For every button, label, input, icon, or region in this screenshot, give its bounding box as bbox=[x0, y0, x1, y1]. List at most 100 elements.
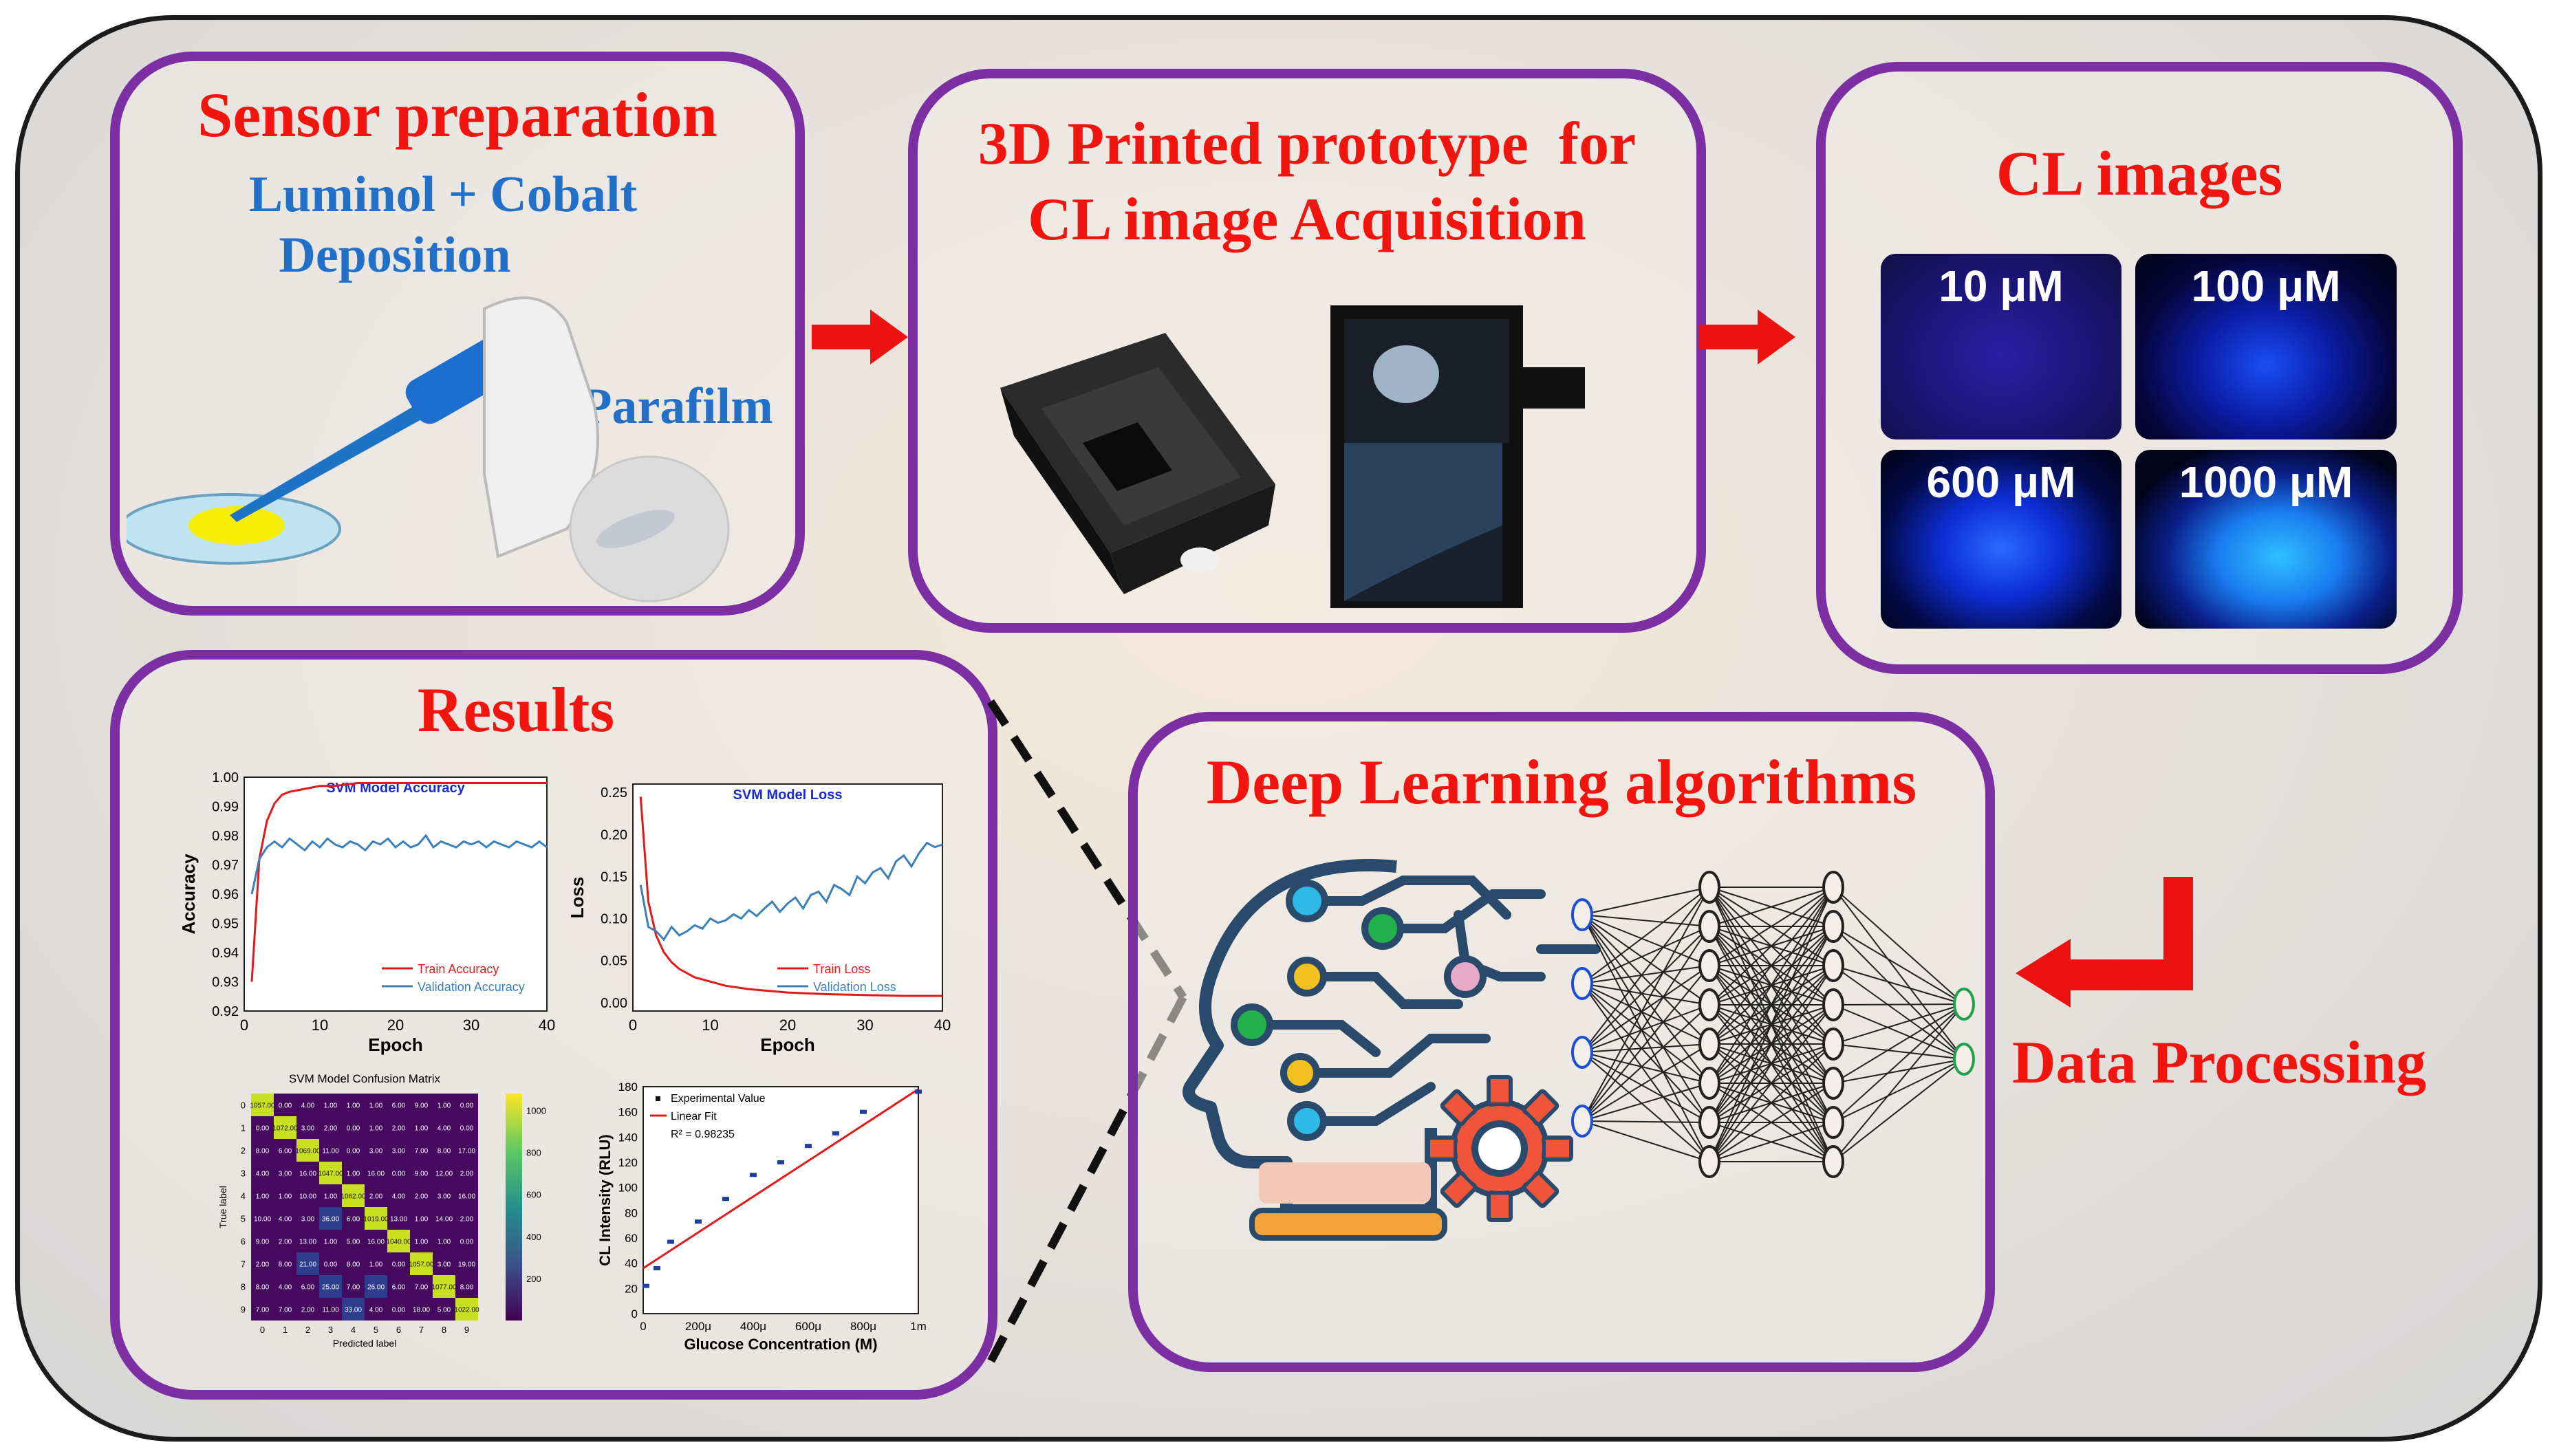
panel-sensor-preparation: Sensor preparation Luminol + Cobalt Depo… bbox=[110, 52, 805, 616]
heatmap-cell-label: 16.00 bbox=[299, 1171, 316, 1178]
nn-edge bbox=[1581, 887, 1710, 915]
cl-tile: 600 μM bbox=[1881, 450, 2121, 629]
heatmap-cell-label: 2.00 bbox=[460, 1216, 474, 1224]
x-tick-label: 20 bbox=[779, 1017, 796, 1034]
heatmap-cell-label: 9.00 bbox=[256, 1239, 270, 1246]
heatmap-cell bbox=[387, 1162, 410, 1184]
heatmap-cell-label: 1.00 bbox=[347, 1171, 360, 1178]
heatmap-cell bbox=[433, 1162, 455, 1184]
heatmap-cell bbox=[251, 1275, 274, 1298]
x-tick-label: 40 bbox=[539, 1017, 555, 1034]
y-tick-label: 3 bbox=[241, 1169, 246, 1179]
heatmap-cell bbox=[410, 1275, 433, 1298]
x-tick-label: 0 bbox=[260, 1325, 265, 1335]
x-tick-label: 40 bbox=[934, 1017, 951, 1034]
nn-edge bbox=[1581, 983, 1710, 1006]
heatmap-cell-label: 1.00 bbox=[438, 1239, 451, 1246]
y-tick-label: 100 bbox=[618, 1182, 638, 1195]
nn-edge bbox=[1709, 1083, 1834, 1162]
heatmap-cell bbox=[410, 1184, 433, 1207]
heatmap-cell bbox=[274, 1116, 296, 1139]
y-tick-label: 0.99 bbox=[212, 800, 239, 815]
heatmap-cell bbox=[319, 1094, 342, 1116]
heatmap-cell bbox=[410, 1094, 433, 1116]
heatmap-cell bbox=[410, 1207, 433, 1230]
heatmap-cell bbox=[274, 1207, 296, 1230]
heatmap-cell bbox=[274, 1252, 296, 1275]
panel-cl-images: CL images 10 μM 100 μM 600 μM 1000 μM bbox=[1816, 62, 2463, 674]
heatmap-cell bbox=[251, 1230, 274, 1252]
heatmap-cell bbox=[433, 1275, 455, 1298]
heatmap-cell-label: 6.00 bbox=[392, 1284, 406, 1292]
nn-edge bbox=[1709, 926, 1834, 1162]
heatmap-cell bbox=[455, 1162, 478, 1184]
nn-edge bbox=[1709, 887, 1834, 966]
heatmap-cell bbox=[365, 1139, 387, 1162]
heatmap-cell bbox=[410, 1162, 433, 1184]
y-tick-label: 7 bbox=[241, 1259, 246, 1270]
heatmap-cell-label: 1040.00 bbox=[386, 1239, 411, 1246]
heatmap-cell bbox=[410, 1252, 433, 1275]
heatmap-cell bbox=[433, 1207, 455, 1230]
nn-edge bbox=[1581, 1052, 1710, 1162]
nn-node bbox=[1698, 1106, 1720, 1139]
heatmap-cell-label: 1.00 bbox=[369, 1102, 383, 1110]
nn-node bbox=[1698, 871, 1720, 904]
heatmap-cell bbox=[296, 1298, 319, 1321]
chart-title: SVM Model Accuracy bbox=[326, 781, 465, 796]
heatmap-cell-label: 8.00 bbox=[438, 1148, 451, 1155]
sensor-subtitle-1: Luminol + Cobalt bbox=[248, 166, 638, 223]
heatmap-cell-label: 19.00 bbox=[458, 1261, 475, 1269]
head-circuit-icon bbox=[1183, 859, 1601, 1241]
heatmap-cell-label: 3.00 bbox=[392, 1148, 406, 1155]
series-line bbox=[639, 841, 943, 942]
heatmap-cell-label: 7.00 bbox=[347, 1284, 360, 1292]
heatmap-cell bbox=[410, 1116, 433, 1139]
heatmap-cell bbox=[455, 1298, 478, 1321]
parafilm-disc bbox=[569, 455, 730, 602]
y-tick-label: 4 bbox=[241, 1191, 246, 1202]
nn-edge bbox=[1833, 1003, 1965, 1162]
heatmap-cell-label: 5.00 bbox=[347, 1239, 360, 1246]
heatmap-cell bbox=[296, 1184, 319, 1207]
heatmap-cell-label: 7.00 bbox=[415, 1148, 429, 1155]
data-point bbox=[695, 1219, 702, 1224]
y-tick-label: 0.15 bbox=[601, 869, 627, 884]
heatmap-cell bbox=[387, 1275, 410, 1298]
y-tick-label: 20 bbox=[625, 1282, 638, 1295]
heatmap-cell-label: 8.00 bbox=[279, 1261, 292, 1269]
plot-area bbox=[632, 783, 943, 1012]
heatmap-cell bbox=[433, 1116, 455, 1139]
y-tick-label: 0.20 bbox=[601, 827, 627, 843]
heatmap-cell-label: 11.00 bbox=[322, 1148, 339, 1155]
nn-node bbox=[1698, 988, 1720, 1021]
heatmap-cell-label: 1072.00 bbox=[272, 1125, 298, 1133]
nn-edge bbox=[1709, 887, 1834, 1045]
nn-edge bbox=[1581, 887, 1710, 984]
x-axis-label: Glucose Concentration (M) bbox=[684, 1336, 877, 1353]
panel-deep-learning: Deep Learning algorithms bbox=[1128, 712, 1995, 1372]
heatmap-cell-label: 25.00 bbox=[322, 1284, 339, 1292]
results-title: Results bbox=[417, 675, 615, 745]
heatmap-cell-label: 21.00 bbox=[299, 1261, 316, 1269]
heatmap-cell-label: 2.00 bbox=[256, 1261, 270, 1269]
heatmap-cell bbox=[296, 1094, 319, 1116]
heatmap-cell-label: 8.00 bbox=[347, 1261, 360, 1269]
nn-edge bbox=[1581, 983, 1710, 1045]
data-point bbox=[832, 1131, 839, 1136]
prototype-title-1: 3D Printed prototype for bbox=[978, 111, 1637, 177]
heatmap-cell-label: 9.00 bbox=[415, 1102, 429, 1110]
heatmap-cell bbox=[319, 1207, 342, 1230]
heatmap-cell-label: 4.00 bbox=[392, 1193, 406, 1201]
heatmap-cell bbox=[342, 1116, 365, 1139]
heatmap-cell bbox=[296, 1139, 319, 1162]
heatmap-cell bbox=[296, 1162, 319, 1184]
y-tick-label: 5 bbox=[241, 1214, 246, 1224]
y-tick-label: 0.92 bbox=[212, 1004, 239, 1019]
data-point bbox=[805, 1144, 812, 1149]
heatmap-cell-label: 1.00 bbox=[369, 1125, 383, 1133]
heatmap-cell bbox=[342, 1207, 365, 1230]
nn-edge bbox=[1581, 887, 1710, 1053]
y-tick-label: 0 bbox=[631, 1307, 638, 1321]
nn-edge bbox=[1581, 1043, 1710, 1053]
